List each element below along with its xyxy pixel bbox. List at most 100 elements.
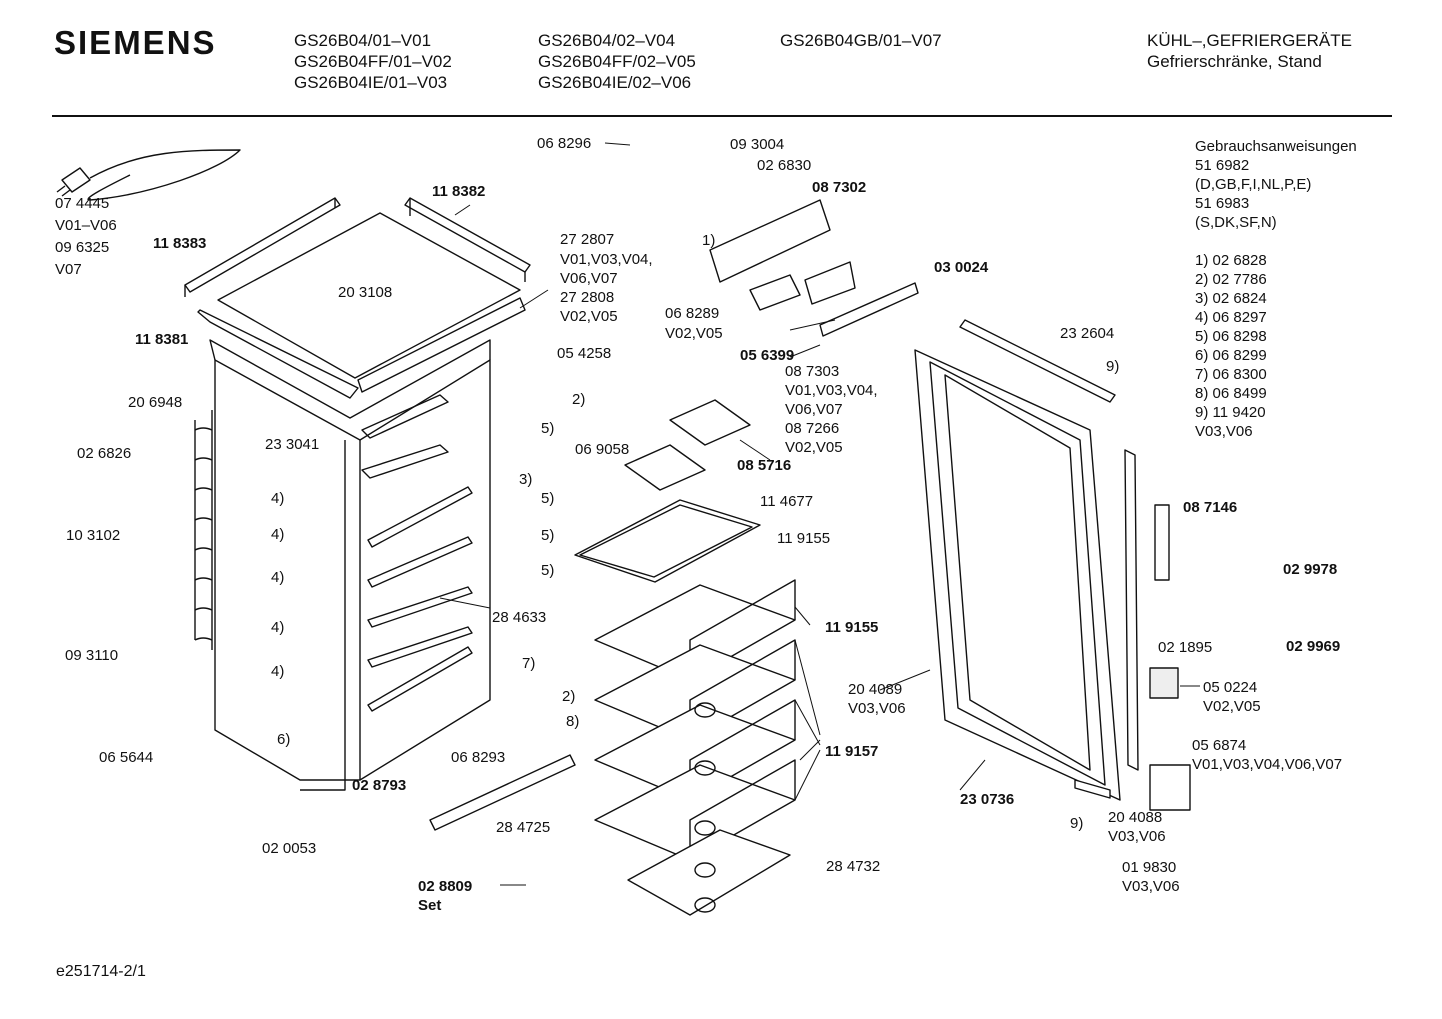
label-part: 20 4089 (848, 681, 902, 698)
label-footnote: 2) (572, 391, 585, 408)
label-variant: V02,V05 (665, 325, 723, 342)
label-part: 01 9830 (1122, 859, 1176, 876)
model-item: GS26B04FF/01–V02 (294, 52, 452, 71)
label-part: 06 8289 (665, 305, 719, 322)
label-part: 11 9157 (825, 743, 878, 760)
label-variant: V03,V06 (848, 700, 906, 717)
footnote-item: 6) 06 8299 (1195, 347, 1267, 364)
manual-item: 51 6983 (1195, 195, 1250, 212)
label-part: 06 9058 (575, 441, 629, 458)
label-part: 02 1895 (1158, 639, 1212, 656)
label-variant: V03,V06 (1122, 878, 1180, 895)
label-variant: V01,V03,V04, (560, 251, 653, 268)
label-cord: V01–V06 (55, 217, 117, 234)
top-rail-118383 (184, 197, 341, 297)
ice-packs (624, 399, 751, 491)
label-part: 05 4258 (557, 345, 611, 362)
label-variant: V02,V05 (560, 308, 618, 325)
label-footnote: 8) (566, 713, 579, 730)
top-rail-118382 (404, 197, 531, 282)
footnote-item: 2) 02 7786 (1195, 271, 1267, 288)
label-part: 06 8293 (451, 749, 505, 766)
control-housing (709, 199, 919, 337)
model-item: GS26B04/02–V04 (538, 31, 676, 50)
label-footnote: 6) (277, 731, 290, 748)
label-cord: 07 4445 (55, 195, 109, 212)
label-footnote: 5) (541, 420, 554, 437)
bracket-050224 (1149, 667, 1179, 699)
label-part: 27 2807 (560, 231, 614, 248)
handle-087146 (1154, 504, 1170, 581)
brand-logo: SIEMENS (54, 24, 217, 61)
footnote-item: 5) 06 8298 (1195, 328, 1267, 345)
kick-plate-284725 (429, 754, 576, 831)
label-footnote: 7) (522, 655, 535, 672)
label-part: 23 2604 (1060, 325, 1114, 342)
footnote-item: 7) 06 8300 (1195, 366, 1267, 383)
footnote-item: 3) 02 6824 (1195, 290, 1267, 307)
label-footnote: 2) (562, 688, 575, 705)
model-list-1: GS26B04/01–V01 GS26B04FF/01–V02 GS26B04I… (294, 30, 452, 93)
label-part: 08 7303 (785, 363, 839, 380)
label-variant: V06,V07 (560, 270, 618, 287)
label-footnote: 4) (271, 569, 284, 586)
label-part: 02 6826 (77, 445, 131, 462)
manual-title: Gebrauchsanweisungen (1195, 138, 1357, 155)
parts-notes: Gebrauchsanweisungen 51 6982 (D,GB,F,I,N… (1195, 137, 1357, 441)
label-part: 11 9155 (777, 530, 830, 547)
model-item: GS26B04GB/01–V07 (780, 31, 942, 50)
label-footnote: 5) (541, 562, 554, 579)
label-part: 02 6830 (757, 157, 811, 174)
label-part: 06 5644 (99, 749, 153, 766)
model-item: GS26B04FF/02–V05 (538, 52, 696, 71)
label-variant: V01,V03,V04, (785, 382, 878, 399)
front-trim-118381 (197, 309, 359, 399)
label-part: 08 7146 (1183, 499, 1237, 516)
label-footnote: 1) (702, 232, 715, 249)
manual-item: (S,DK,SF,N) (1195, 214, 1277, 231)
model-item: GS26B04IE/01–V03 (294, 73, 448, 92)
label-part: 28 4633 (492, 609, 546, 626)
header-divider (52, 115, 1392, 117)
label-part: 09 3004 (730, 136, 784, 153)
label-part: 05 0224 (1203, 679, 1257, 696)
label-part: 02 8793 (352, 777, 406, 794)
label-part: 11 9155 (825, 619, 878, 636)
label-footnote: 9) (1070, 815, 1083, 832)
top-cover (217, 212, 521, 379)
door (914, 319, 1139, 801)
label-part: 20 4088 (1108, 809, 1162, 826)
manual-item: (D,GB,F,I,NL,P,E) (1195, 176, 1312, 193)
label-part: 08 7266 (785, 420, 839, 437)
footnote-item: 1) 02 6828 (1195, 252, 1267, 269)
label-part: 06 8296 (537, 135, 591, 152)
label-part: 10 3102 (66, 527, 120, 544)
label-footnote: 3) (519, 471, 532, 488)
label-footnote: 9) (1106, 358, 1119, 375)
label-part: 03 0024 (934, 259, 989, 276)
category-subline: Gefrierschränke, Stand (1147, 52, 1322, 71)
label-part: 02 9978 (1283, 561, 1337, 578)
model-list-3: GS26B04GB/01–V07 (780, 30, 942, 51)
label-part: 28 4732 (826, 858, 880, 875)
category-heading: KÜHL–,GEFRIERGERÄTE Gefrierschränke, Sta… (1147, 30, 1352, 72)
label-part: 11 8381 (135, 331, 188, 348)
label-footnote: 5) (541, 490, 554, 507)
label-part: 02 9969 (1286, 638, 1340, 655)
label-part: 08 7302 (812, 179, 866, 196)
label-cord: 09 6325 (55, 239, 109, 256)
label-footnote: 5) (541, 527, 554, 544)
power-cord-icon (56, 149, 241, 201)
label-footnote: 4) (271, 490, 284, 507)
label-variant: V01,V03,V04,V06,V07 (1192, 756, 1342, 773)
footnote-item: V03,V06 (1195, 423, 1253, 440)
label-part: 05 6399 (740, 347, 794, 364)
label-set: Set (418, 897, 441, 914)
label-part: 02 0053 (262, 840, 316, 857)
label-part: 20 3108 (338, 284, 392, 301)
label-part: 27 2808 (560, 289, 614, 306)
label-part: 08 5716 (737, 457, 791, 474)
label-variant: V06,V07 (785, 401, 843, 418)
label-part: 23 0736 (960, 791, 1014, 808)
